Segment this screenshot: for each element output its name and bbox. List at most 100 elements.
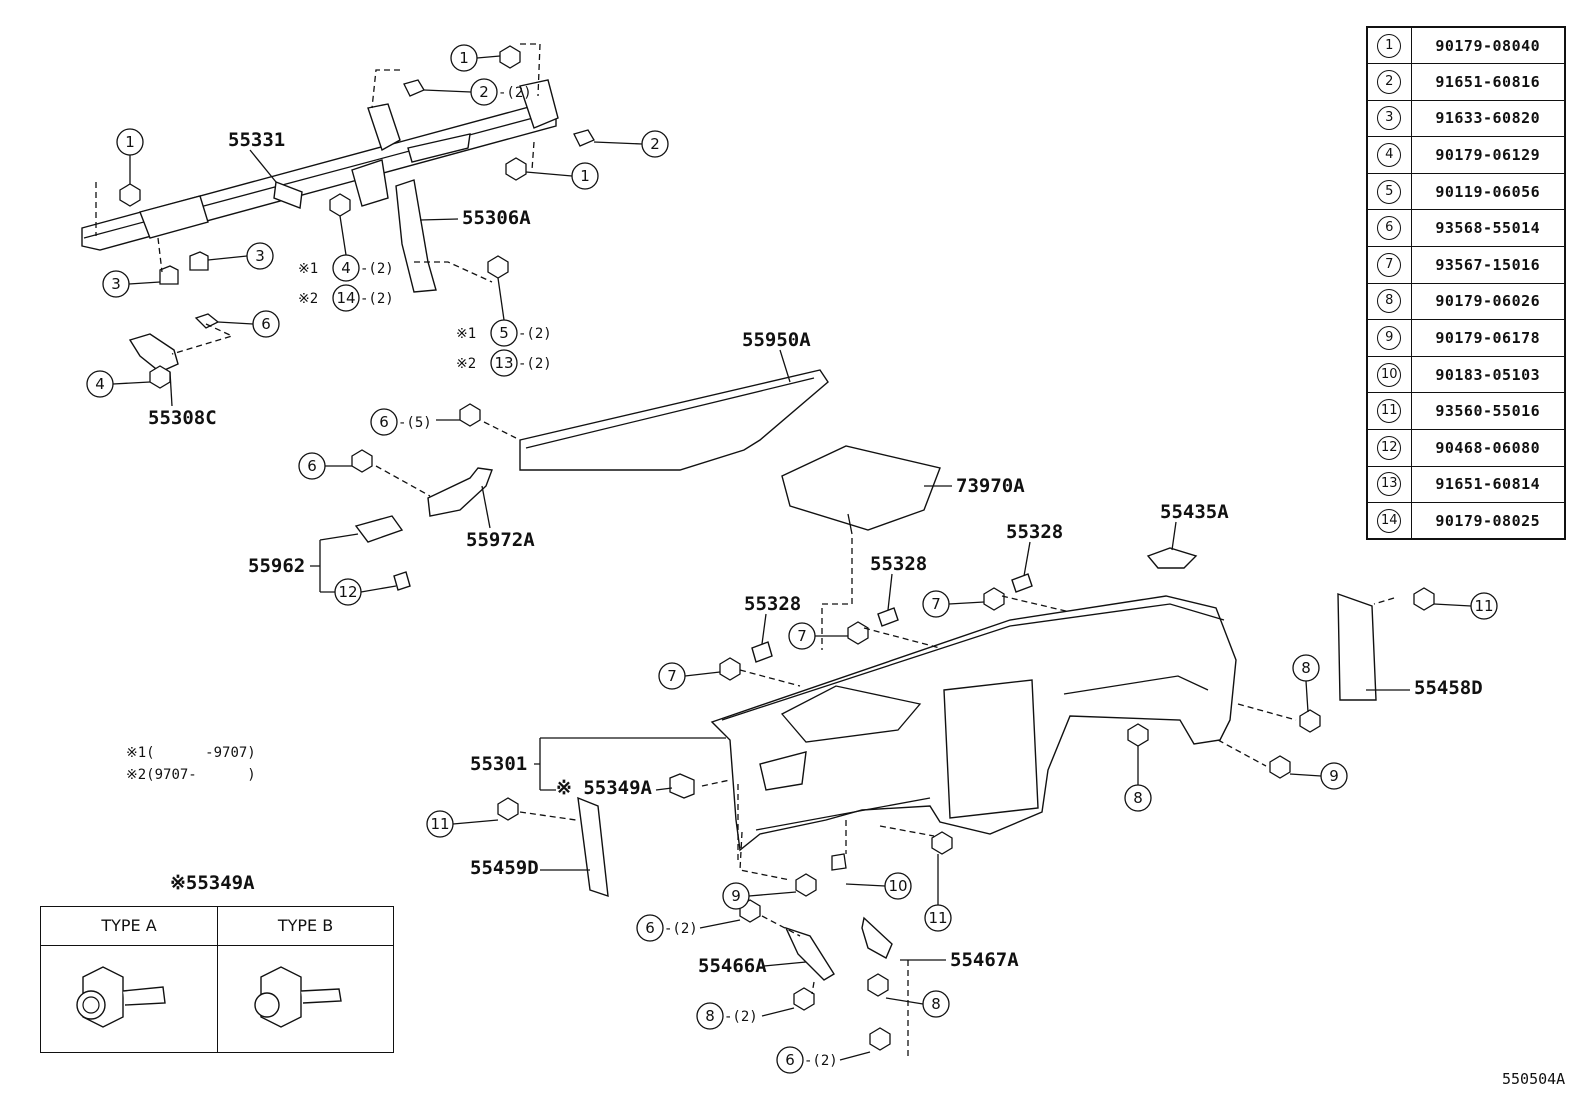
ref-number-circle: 1 xyxy=(1377,33,1402,58)
svg-text:2: 2 xyxy=(479,83,489,101)
label-55458D: 55458D xyxy=(1414,677,1483,699)
svg-text:8: 8 xyxy=(1301,659,1311,677)
ref-cell: 6 xyxy=(1366,209,1412,248)
part-55467A-bracket xyxy=(861,916,893,959)
quantity-labels: -(2) -(2) -(2) -(2) -(2) -(5) -(2) -(2) … xyxy=(298,85,838,1069)
part-number-cell: 90179-06026 xyxy=(1410,282,1566,321)
type-b-clip-drawing xyxy=(254,966,342,1028)
ref-cell: 12 xyxy=(1366,429,1412,467)
page-code: 550504A xyxy=(1502,1070,1566,1088)
part-55328-brackets xyxy=(751,573,1033,663)
svg-text:11: 11 xyxy=(928,909,947,927)
svg-text:※1: ※1 xyxy=(298,261,318,277)
svg-text:6: 6 xyxy=(379,413,389,431)
label-73970A: 73970A xyxy=(956,475,1025,497)
ref-number-circle: 9 xyxy=(1377,326,1402,351)
svg-text:6: 6 xyxy=(785,1051,795,1069)
ref-cell: 11 xyxy=(1366,392,1412,431)
type-b-header: TYPE B xyxy=(218,907,393,946)
note-2: ※2(9707- ) xyxy=(126,767,256,783)
svg-text:12: 12 xyxy=(338,583,357,601)
ref-number-circle: 14 xyxy=(1377,508,1402,533)
part-number-cell: 90468-06080 xyxy=(1410,429,1566,467)
svg-text:8: 8 xyxy=(931,995,941,1013)
svg-text:※1: ※1 xyxy=(456,326,476,342)
label-55466A: 55466A xyxy=(698,955,767,977)
svg-text:3: 3 xyxy=(111,275,121,293)
label-55459D: 55459D xyxy=(470,857,539,879)
svg-text:-(2): -(2) xyxy=(360,261,394,277)
label-55328-a: 55328 xyxy=(1006,521,1063,543)
label-55349A: ※ 55349A xyxy=(556,777,653,799)
ref-number-circle: 12 xyxy=(1377,435,1402,460)
svg-text:1: 1 xyxy=(580,167,590,185)
svg-text:※2: ※2 xyxy=(298,291,318,307)
svg-text:5: 5 xyxy=(499,324,509,342)
ref-cell: 1 xyxy=(1366,26,1412,65)
svg-text:2: 2 xyxy=(650,135,660,153)
ref-cell: 2 xyxy=(1366,63,1412,101)
svg-text:9: 9 xyxy=(1329,767,1339,785)
svg-text:※2: ※2 xyxy=(456,356,476,372)
parts-table-row: 8 90179-06026 xyxy=(1366,282,1566,321)
label-55328-b: 55328 xyxy=(870,553,927,575)
dashed-leaders-lower xyxy=(519,595,1395,1060)
svg-text:10: 10 xyxy=(888,877,907,895)
label-55467A: 55467A xyxy=(950,949,1019,971)
parts-table-row: 12 90468-06080 xyxy=(1366,429,1566,467)
svg-text:-(5): -(5) xyxy=(398,415,432,431)
part-55972A-duct xyxy=(427,467,493,517)
label-55328-c: 55328 xyxy=(744,593,801,615)
ref-number-circle: 13 xyxy=(1377,472,1402,497)
ref-cell: 4 xyxy=(1366,136,1412,174)
ref-cell: 9 xyxy=(1366,319,1412,357)
label-55306A: 55306A xyxy=(462,207,531,229)
type-a-header: TYPE A xyxy=(41,907,218,946)
svg-text:11: 11 xyxy=(1474,597,1493,615)
part-number-cell: 93568-55014 xyxy=(1410,209,1566,248)
part-55306A-bracket xyxy=(395,179,437,293)
part-number-cell: 90179-08040 xyxy=(1410,26,1566,65)
svg-text:9: 9 xyxy=(731,887,741,905)
callouts: 1 2 2 1 1 3 3 4 14 5 13 6 4 6 6 12 7 7 7 xyxy=(86,44,1498,1074)
part-number-cell: 93567-15016 xyxy=(1410,246,1566,284)
ref-number-circle: 3 xyxy=(1377,106,1402,131)
ref-number-circle: 4 xyxy=(1377,143,1402,168)
part-55466A-bracket xyxy=(784,926,835,981)
svg-text:11: 11 xyxy=(430,815,449,833)
svg-text:8: 8 xyxy=(1133,789,1143,807)
type-a-clip-drawing xyxy=(76,966,166,1028)
svg-text:-(2): -(2) xyxy=(518,326,552,342)
svg-text:-(2): -(2) xyxy=(804,1053,838,1069)
svg-text:14: 14 xyxy=(336,289,355,307)
ref-number-circle: 8 xyxy=(1377,289,1402,314)
part-number-cell: 90179-06178 xyxy=(1410,319,1566,357)
ref-cell: 10 xyxy=(1366,355,1412,394)
part-number-cell: 93560-55016 xyxy=(1410,392,1566,431)
ref-cell: 14 xyxy=(1366,502,1412,540)
part-number-cell: 90183-05103 xyxy=(1410,355,1566,394)
parts-table-row: 1 90179-08040 xyxy=(1366,26,1566,65)
part-55458D-bracket xyxy=(1337,593,1377,701)
clip-type-box: TYPE A TYPE B xyxy=(40,906,394,1053)
svg-text:6: 6 xyxy=(645,919,655,937)
note-1: ※1( -9707) xyxy=(126,745,256,761)
fasteners-lower xyxy=(497,587,1435,1051)
part-73970A-airbag xyxy=(781,445,941,650)
ref-cell: 8 xyxy=(1366,282,1412,321)
part-labels: 55331 55306A 55308C 55950A 55972A 55962 … xyxy=(148,129,1483,977)
part-55331-reinforcement xyxy=(81,79,559,251)
svg-text:7: 7 xyxy=(667,667,677,685)
part-55349A-clip xyxy=(669,773,695,799)
svg-text:6: 6 xyxy=(307,457,317,475)
label-55308C: 55308C xyxy=(148,407,217,429)
